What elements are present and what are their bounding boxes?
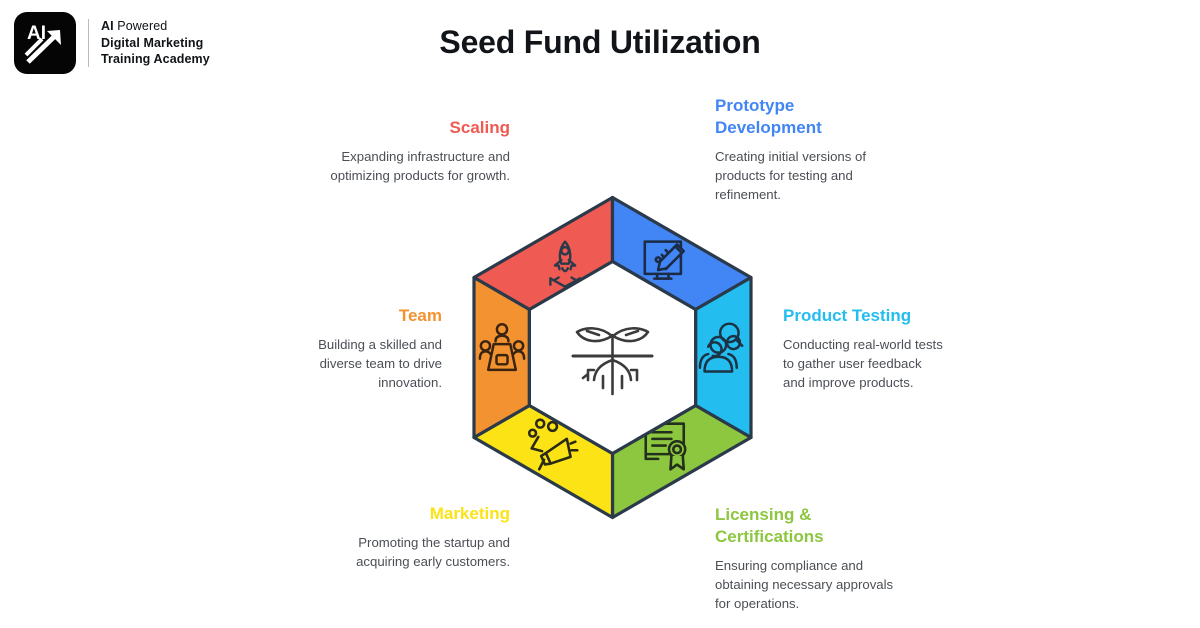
hex-segment-product-testing[interactable] — [694, 275, 753, 440]
users-magnifier-icon — [698, 322, 744, 373]
label-desc-marketing: Promoting the startup and acquiring earl… — [356, 535, 510, 569]
hex-segment-licensing-certifications[interactable] — [610, 403, 753, 520]
label-desc-scaling: Expanding infrastructure and optimizing … — [330, 149, 510, 183]
label-title-product-testing: Product Testing — [783, 306, 912, 325]
tablet-pencil-icon — [643, 240, 686, 280]
label-desc-product-testing: Conducting real-world tests to gather us… — [783, 337, 943, 390]
label-desc-licensing-certifications: Ensuring compliance and obtaining necess… — [715, 558, 894, 611]
page-title: Seed Fund Utilization — [439, 24, 761, 60]
brand-line-1-strong: AI — [101, 19, 114, 34]
label-title-marketing: Marketing — [429, 504, 510, 523]
label-block-prototype-development: Prototype Development Creating initial v… — [715, 95, 895, 204]
label-block-product-testing: Product Testing Conducting real-world te… — [783, 305, 943, 392]
brand-text: AI Powered Digital Marketing Training Ac… — [101, 18, 210, 68]
label-title-licensing-certifications: Licensing & Certifications — [715, 505, 824, 547]
seedling-sprout-icon — [571, 327, 654, 396]
label-block-scaling: Scaling Expanding infrastructure and opt… — [306, 117, 510, 186]
brand-line-1-rest: Powered — [113, 19, 168, 34]
brand-divider — [88, 19, 89, 67]
team-table-icon — [478, 323, 526, 372]
hex-center — [527, 259, 698, 456]
brand-logo: AI AI Powered Digital Marketing Training… — [14, 12, 210, 74]
label-title-team: Team — [398, 306, 442, 325]
rocket-launch-icon — [549, 240, 581, 294]
brand-line-1: AI Powered — [101, 18, 210, 35]
label-block-team: Team Building a skilled and diverse team… — [286, 305, 442, 392]
label-desc-prototype-development: Creating initial versions of products fo… — [715, 149, 866, 202]
certificate-ribbon-icon — [644, 422, 687, 471]
label-desc-team: Building a skilled and diverse team to d… — [318, 337, 442, 390]
hexagon-diagram — [455, 180, 770, 535]
brand-line-3: Training Academy — [101, 52, 210, 67]
label-title-prototype-development: Prototype Development — [715, 96, 822, 138]
megaphone-icon — [527, 418, 579, 471]
label-block-licensing-certifications: Licensing & Certifications Ensuring comp… — [715, 504, 900, 613]
brand-line-2: Digital Marketing — [101, 35, 204, 50]
hex-segment-team[interactable] — [472, 275, 532, 440]
ai-arrow-logo-icon: AI — [14, 12, 76, 74]
label-block-marketing: Marketing Promoting the startup and acqu… — [348, 503, 510, 572]
label-title-scaling: Scaling — [449, 118, 510, 137]
